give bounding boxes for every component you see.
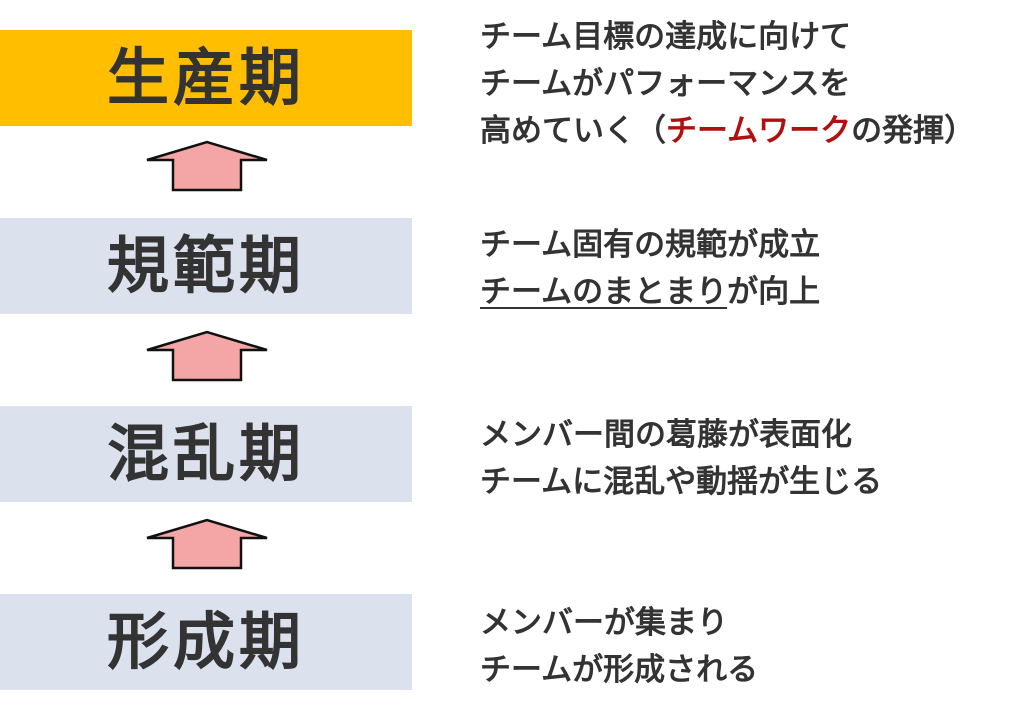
stage-label: 生産期 [106, 41, 305, 114]
up-arrow-icon [146, 518, 268, 570]
teamwork-highlight: チームワーク [666, 113, 852, 149]
description-line: チーム目標の達成に向けて [480, 19, 852, 55]
stage-box-konran: 混乱期 [0, 406, 412, 502]
stage-box-seisan: 生産期 [0, 30, 412, 126]
description-line: メンバーが集まり [480, 605, 728, 641]
stage-description-konran: メンバー間の葛藤が表面化 チームに混乱や動揺が生じる [480, 412, 882, 506]
stage-box-keisei: 形成期 [0, 594, 412, 690]
stage-label: 規範期 [106, 229, 305, 302]
description-line: チームがパフォーマンスを [480, 66, 851, 102]
stage-description-keisei: メンバーが集まり チームが形成される [480, 600, 758, 694]
up-arrow-icon [146, 330, 268, 382]
description-line: チームのまとまりが向上 [480, 269, 820, 316]
stage-label: 混乱期 [106, 417, 305, 490]
description-line: チームが形成される [480, 652, 759, 688]
stage-description-seisan: チーム目標の達成に向けて チームがパフォーマンスを 高めていく（チームワークの発… [480, 14, 975, 155]
description-text: が向上 [727, 274, 821, 310]
stage-description-kihan: チーム固有の規範が成立 チームのまとまりが向上 [480, 222, 820, 316]
description-line: 高めていく（チームワークの発揮） [480, 108, 975, 155]
description-line: チーム固有の規範が成立 [480, 227, 821, 263]
stage-label: 形成期 [106, 605, 305, 678]
description-text: の発揮） [851, 113, 976, 149]
description-line: チームに混乱や動揺が生じる [480, 464, 883, 500]
stage-box-kihan: 規範期 [0, 218, 412, 314]
description-line: メンバー間の葛藤が表面化 [480, 417, 852, 453]
description-text: 高めていく（ [480, 113, 666, 149]
cohesion-underlined: チームのまとまり [480, 274, 728, 310]
up-arrow-icon [146, 140, 268, 192]
